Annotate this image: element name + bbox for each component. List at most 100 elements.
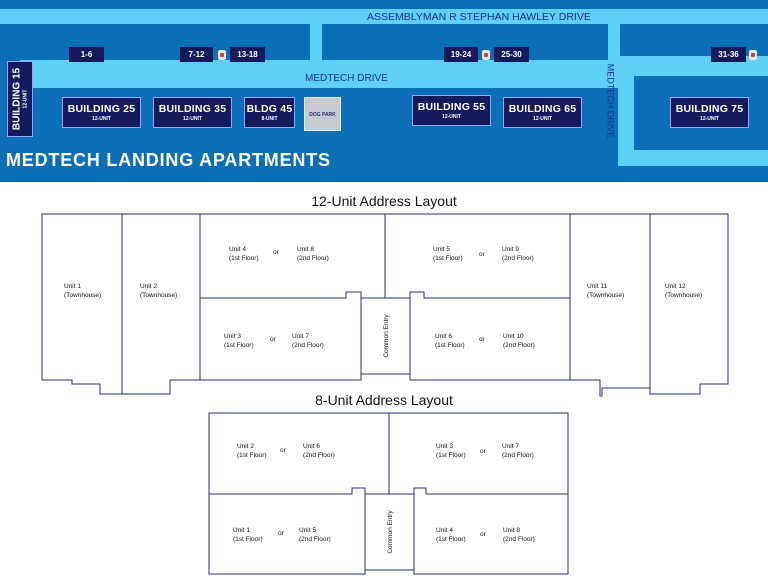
unit-label: Unit 10 bbox=[503, 333, 524, 340]
unit-label: (Townhouse) bbox=[140, 292, 177, 299]
unit-label: Unit 12 bbox=[665, 283, 686, 290]
building-unit-count: 12-UNIT bbox=[22, 89, 29, 109]
unit-label: (1st Floor) bbox=[433, 255, 463, 262]
road-medtech-side bbox=[618, 56, 634, 166]
unit-block-3-7 bbox=[199, 291, 362, 381]
unit-block-4-8 bbox=[199, 213, 386, 299]
or-label: or bbox=[480, 448, 487, 455]
unit-label: Unit 1 bbox=[64, 283, 81, 290]
or-label: or bbox=[479, 251, 486, 258]
building-unit-count: 12-UNIT bbox=[700, 116, 719, 122]
or-label: or bbox=[278, 530, 285, 537]
unit-label: (1st Floor) bbox=[233, 536, 263, 543]
road-label-medtech-side: MEDTECH DRIVE bbox=[605, 63, 616, 139]
unit-label: Unit 5 bbox=[433, 246, 450, 253]
unit-label: Unit 2 bbox=[237, 443, 254, 450]
mailbox-icon bbox=[218, 50, 226, 60]
or-label: or bbox=[270, 336, 277, 343]
address-label-13-18: 13-18 bbox=[230, 47, 265, 62]
building-35: BUILDING 35 12-UNIT bbox=[153, 97, 232, 128]
unit-label: Unit 7 bbox=[292, 333, 309, 340]
unit-label: (2nd Floor) bbox=[502, 255, 534, 262]
common-entry-label: Common Entry bbox=[387, 510, 394, 554]
building-65: BUILDING 65 12-UNIT bbox=[503, 97, 582, 128]
common-entry-block bbox=[360, 297, 411, 375]
common-entry-label: Common Entry bbox=[383, 314, 390, 358]
unit-block-11 bbox=[569, 213, 651, 397]
building-name: BUILDING 15 bbox=[11, 67, 23, 131]
road-bottom-curve bbox=[626, 150, 768, 166]
unit-label: (2nd Floor) bbox=[503, 342, 535, 349]
site-map: ASSEMBLYMAN R STEPHAN HAWLEY DRIVE MEDTE… bbox=[0, 0, 768, 182]
unit-label: (Townhouse) bbox=[587, 292, 624, 299]
building-unit-count: 12-UNIT bbox=[442, 114, 461, 120]
unit-label: (1st Floor) bbox=[224, 342, 254, 349]
unit-label: (Townhouse) bbox=[64, 292, 101, 299]
unit-label: (1st Floor) bbox=[435, 342, 465, 349]
building-unit-count: 12-UNIT bbox=[183, 116, 202, 122]
unit-label: Unit 5 bbox=[299, 527, 316, 534]
road-connector-right bbox=[608, 20, 620, 72]
mailbox-icon bbox=[482, 50, 490, 60]
building-55: BUILDING 55 12-UNIT bbox=[412, 95, 491, 126]
or-label: or bbox=[480, 531, 487, 538]
floor-plan-12-unit: Unit 1 (Townhouse) Unit 2 (Townhouse) Un… bbox=[41, 213, 729, 397]
unit-label: Unit 2 bbox=[140, 283, 157, 290]
road-label-medtech: MEDTECH DRIVE bbox=[305, 73, 388, 84]
road-medtech-main bbox=[20, 60, 618, 88]
unit-label: (1st Floor) bbox=[436, 452, 466, 459]
building-75: BUILDING 75 12-UNIT bbox=[670, 97, 749, 128]
address-label-25-30: 25-30 bbox=[494, 47, 529, 62]
road-label-top: ASSEMBLYMAN R STEPHAN HAWLEY DRIVE bbox=[367, 11, 591, 23]
unit-label: Unit 6 bbox=[435, 333, 452, 340]
or-label: or bbox=[273, 249, 280, 256]
building-name: BLDG 45 bbox=[246, 103, 293, 115]
unit-label: Unit 8 bbox=[297, 246, 314, 253]
unit-label: (1st Floor) bbox=[229, 255, 259, 262]
unit-label: (2nd Floor) bbox=[303, 452, 335, 459]
unit-label: Unit 3 bbox=[224, 333, 241, 340]
unit-label: (1st Floor) bbox=[436, 536, 466, 543]
unit-label: Unit 7 bbox=[502, 443, 519, 450]
unit-label: Unit 1 bbox=[233, 527, 250, 534]
building-unit-count: 8-UNIT bbox=[261, 116, 278, 122]
building-name: BUILDING 65 bbox=[508, 103, 577, 115]
unit-label: (2nd Floor) bbox=[297, 255, 329, 262]
complex-title: MEDTECH LANDING APARTMENTS bbox=[6, 150, 331, 170]
building-name: BUILDING 35 bbox=[158, 103, 227, 115]
unit-label: (1st Floor) bbox=[237, 452, 267, 459]
address-label-7-12: 7-12 bbox=[180, 47, 213, 62]
building-unit-count: 12-UNIT bbox=[92, 116, 111, 122]
unit-block-2 bbox=[121, 213, 201, 395]
layout-8-title: 8-Unit Address Layout bbox=[315, 392, 453, 408]
road-top bbox=[0, 9, 768, 24]
building-unit-count: 12-UNIT bbox=[533, 116, 552, 122]
mailbox-icon bbox=[749, 50, 757, 60]
unit-label: Unit 4 bbox=[436, 527, 453, 534]
building-name: BUILDING 55 bbox=[417, 101, 486, 113]
unit-label: (2nd Floor) bbox=[299, 536, 331, 543]
unit-block-3-7 bbox=[388, 412, 569, 495]
dog-park: DOG PARK bbox=[304, 97, 341, 131]
road-east-loop bbox=[634, 56, 768, 76]
unit-block-6-10 bbox=[409, 291, 571, 381]
or-label: or bbox=[479, 336, 486, 343]
building-15: BUILDING 15 12-UNIT bbox=[7, 61, 33, 137]
address-label-31-36: 31-36 bbox=[711, 47, 746, 62]
address-label-1-6: 1-6 bbox=[69, 47, 104, 62]
address-label-19-24: 19-24 bbox=[444, 47, 478, 62]
or-label: or bbox=[280, 447, 287, 454]
unit-label: Unit 4 bbox=[229, 246, 246, 253]
unit-block-12 bbox=[649, 213, 729, 395]
unit-block-5-9 bbox=[384, 213, 571, 299]
unit-label: Unit 9 bbox=[502, 246, 519, 253]
layout-12-title: 12-Unit Address Layout bbox=[311, 193, 457, 209]
building-name: BUILDING 75 bbox=[675, 103, 744, 115]
building-name: BUILDING 25 bbox=[67, 103, 136, 115]
unit-label: (Townhouse) bbox=[665, 292, 702, 299]
unit-block-1-5 bbox=[208, 487, 366, 575]
unit-label: (2nd Floor) bbox=[503, 536, 535, 543]
unit-block-2-6 bbox=[208, 412, 390, 495]
unit-label: Unit 11 bbox=[587, 283, 607, 290]
building-25: BUILDING 25 12-UNIT bbox=[62, 97, 141, 128]
